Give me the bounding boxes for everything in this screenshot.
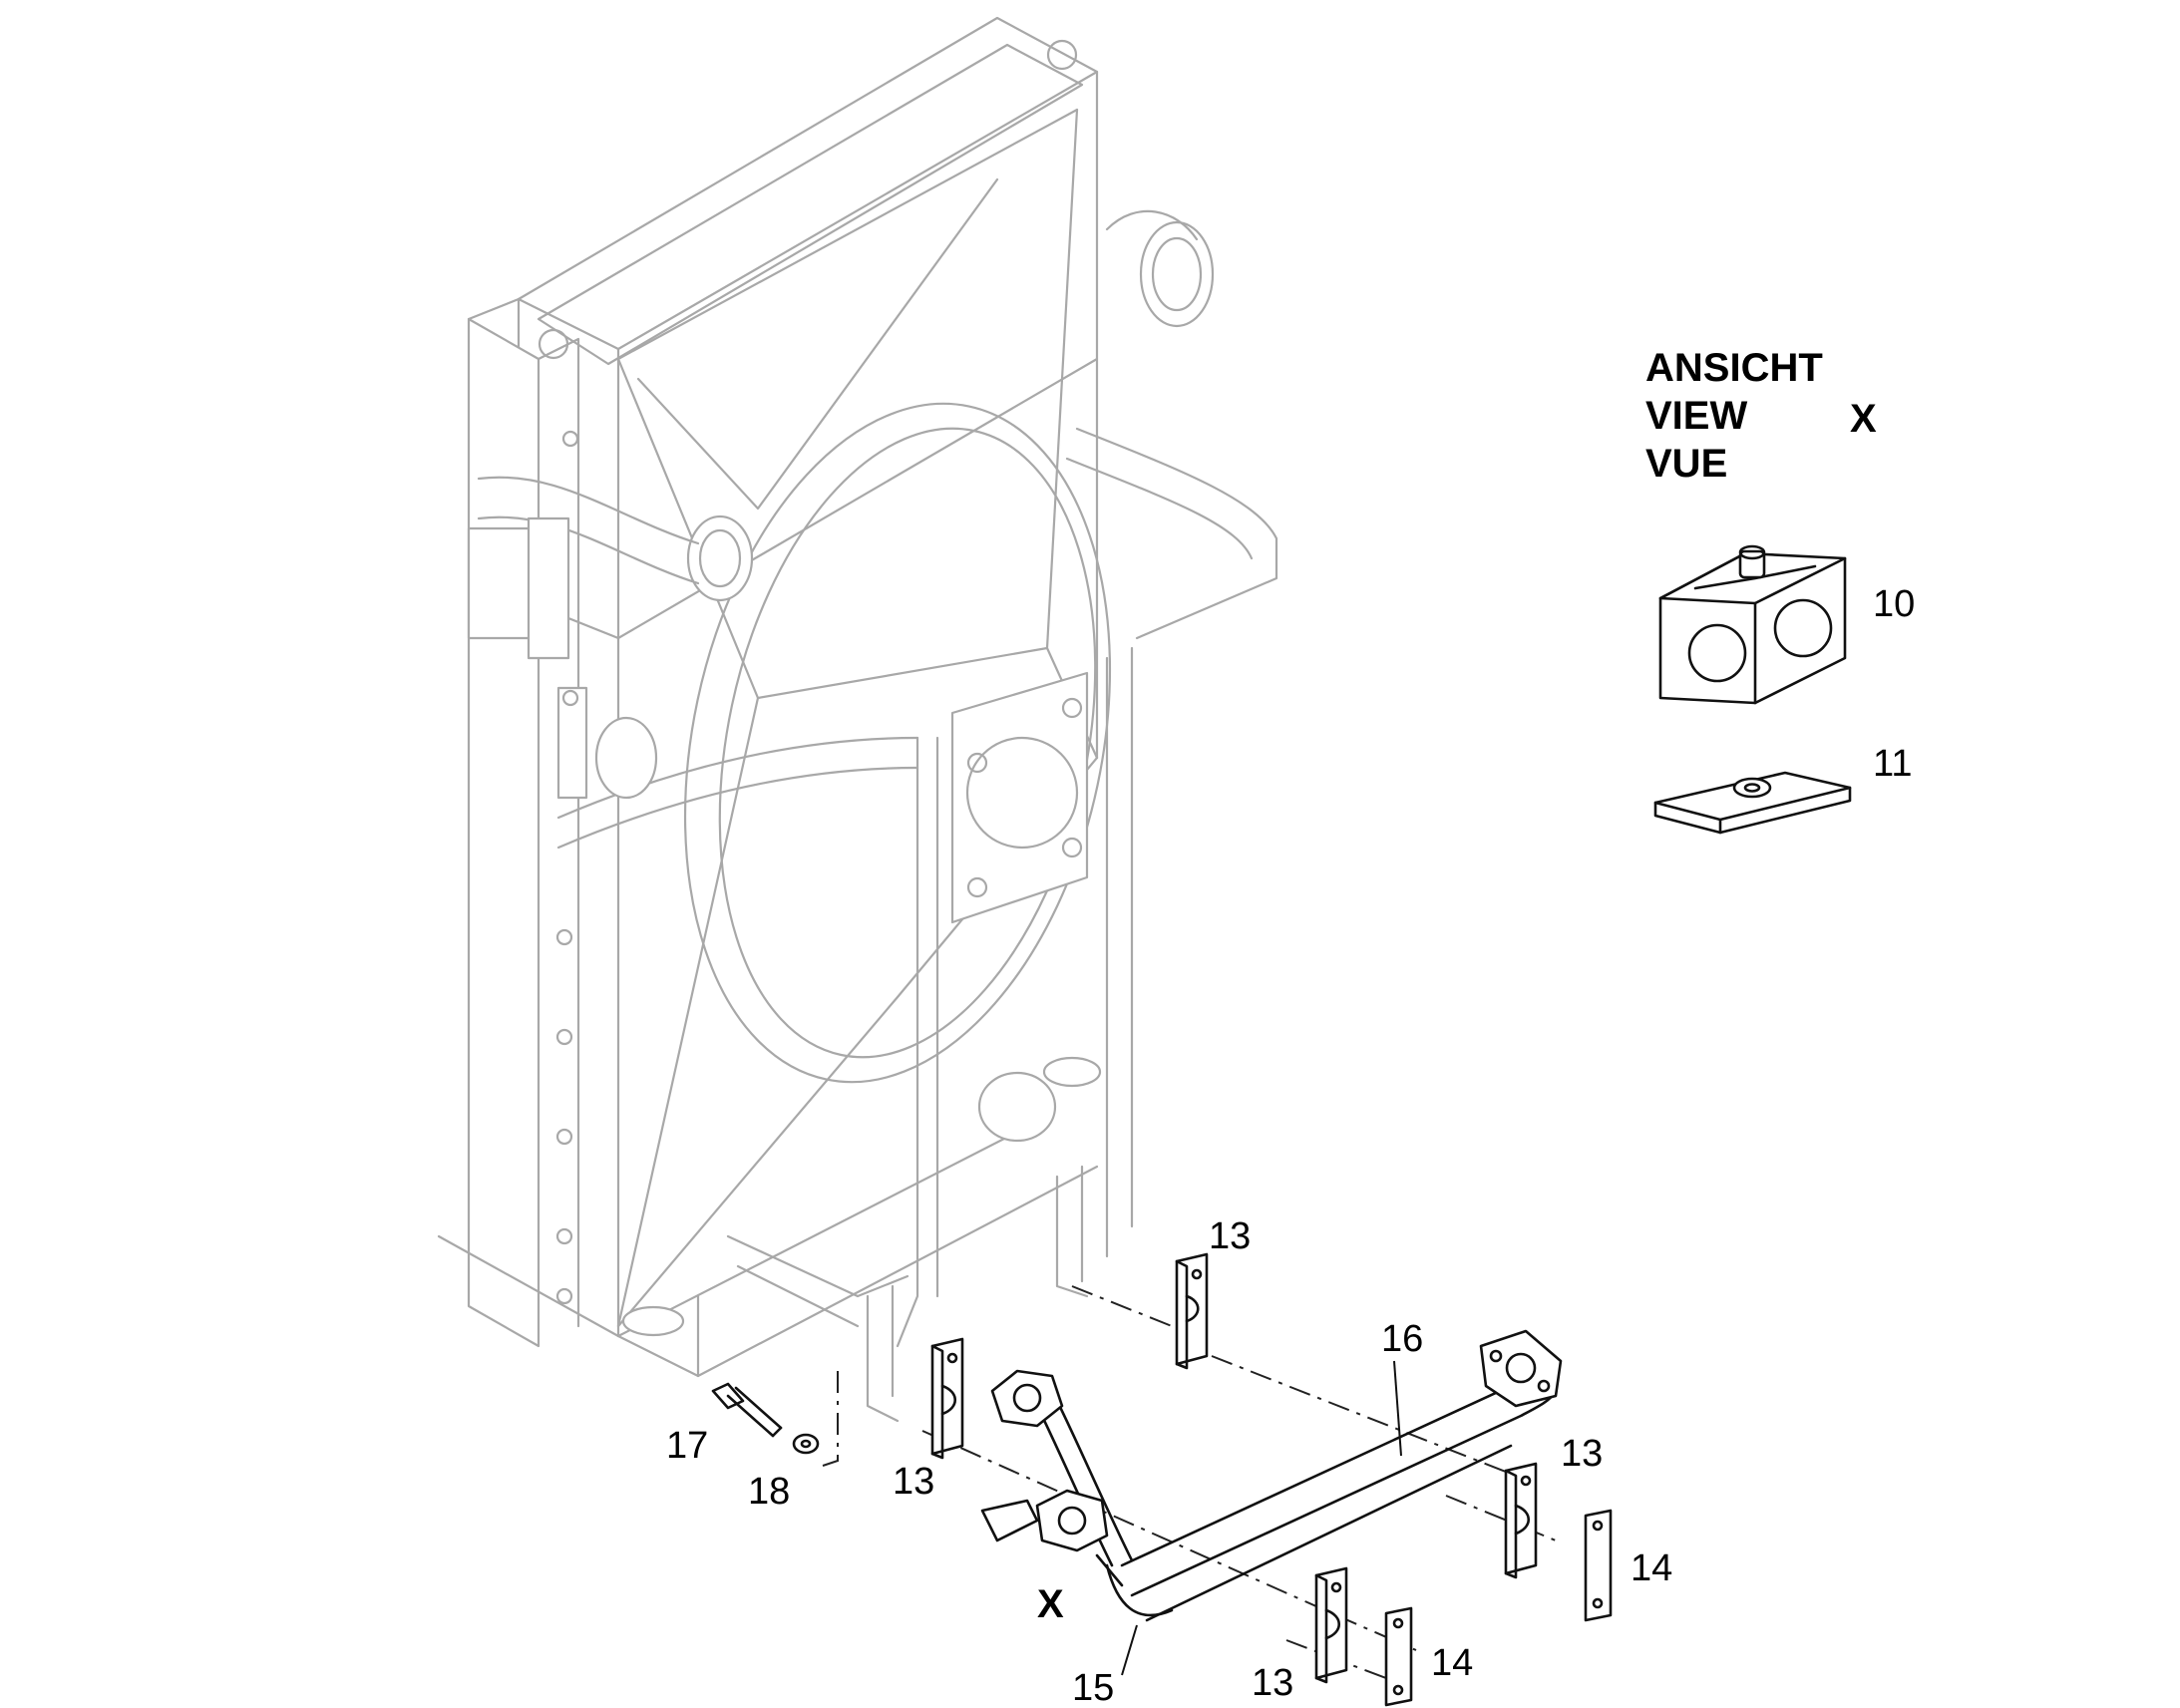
view-label-line-2: VIEW xyxy=(1645,394,1747,438)
callout-14-right: 14 xyxy=(1631,1547,1672,1589)
view-marker-x: X xyxy=(1037,1582,1064,1626)
callout-13-bottom: 13 xyxy=(1252,1662,1293,1704)
clamp-13-right xyxy=(1504,1462,1538,1579)
callout-18: 18 xyxy=(748,1471,790,1513)
clamp-13-top xyxy=(1175,1252,1209,1370)
callout-16: 16 xyxy=(1381,1318,1423,1360)
callout-13-left: 13 xyxy=(893,1461,934,1503)
clamp-block-10 xyxy=(1658,544,1847,705)
view-label-marker: X xyxy=(1850,397,1877,441)
callout-17: 17 xyxy=(666,1425,708,1467)
tube-16 xyxy=(1120,1329,1563,1622)
view-x-label: ANSICHT VIEW VUE X xyxy=(1645,346,1877,486)
clamp-13-left xyxy=(930,1337,964,1460)
washer-18 xyxy=(792,1433,820,1455)
radiator-assembly xyxy=(437,16,1278,1423)
alignment-lines xyxy=(822,1285,1557,1681)
callout-14-bottom: 14 xyxy=(1431,1642,1473,1684)
callout-10: 10 xyxy=(1873,583,1915,625)
bolt-17 xyxy=(711,1382,783,1438)
callout-11: 11 xyxy=(1873,743,1912,785)
view-label-line-3: VUE xyxy=(1645,442,1727,486)
view-label-line-1: ANSICHT xyxy=(1645,346,1823,390)
callout-13-top: 13 xyxy=(1209,1215,1251,1257)
clamp-13-bottom xyxy=(1314,1566,1348,1684)
leader-lines xyxy=(1121,1360,1402,1676)
plate-14-bottom xyxy=(1384,1606,1413,1707)
callout-15: 15 xyxy=(1072,1667,1114,1708)
plate-11 xyxy=(1653,771,1852,835)
callout-13-right: 13 xyxy=(1561,1433,1603,1475)
callouts: 10 11 13 13 13 13 14 14 15 16 17 18 X xyxy=(666,583,1915,1708)
plate-14-right xyxy=(1584,1509,1613,1622)
tube-15 xyxy=(980,1369,1174,1617)
